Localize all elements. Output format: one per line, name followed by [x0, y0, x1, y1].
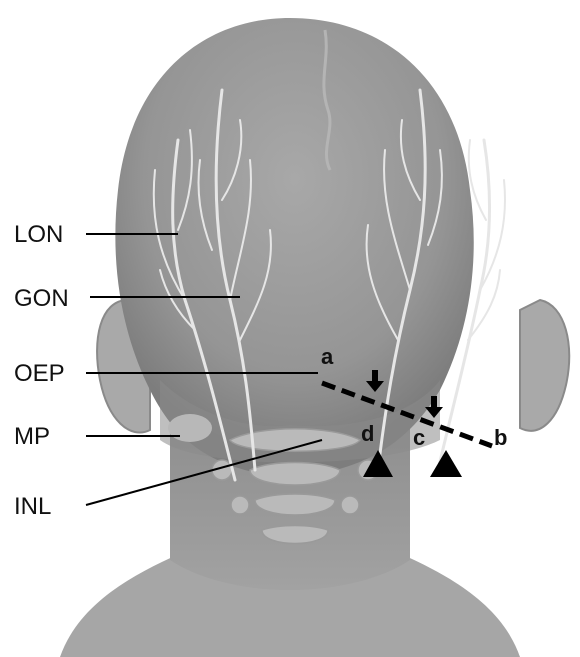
mastoid-process: [168, 414, 212, 442]
point-c: c: [413, 425, 425, 450]
label-lon: LON: [14, 221, 63, 248]
label-oep: OEP: [14, 360, 65, 387]
label-inl: INL: [14, 493, 51, 520]
point-b: b: [494, 425, 507, 450]
triangle-up-icon: [430, 450, 462, 477]
label-mp: MP: [14, 423, 50, 450]
point-d: d: [361, 421, 374, 446]
point-a: a: [321, 344, 334, 369]
label-gon: GON: [14, 285, 69, 312]
right-ear: [520, 300, 569, 431]
